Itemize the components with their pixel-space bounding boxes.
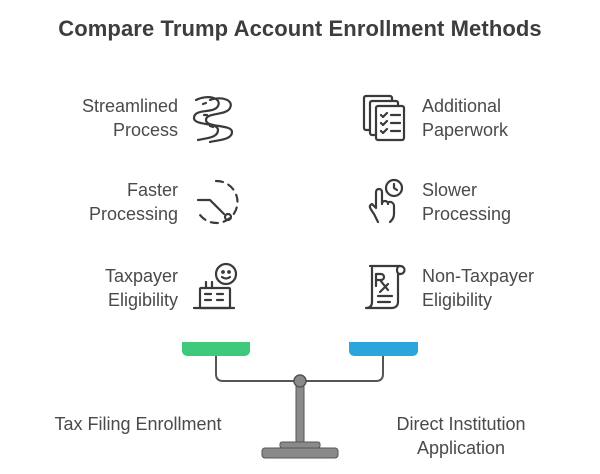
left-item-line1: Faster [126,180,178,200]
scale-base-top [279,441,321,449]
winding-road-icon [188,92,240,144]
fast-timer-icon [190,176,242,228]
scale-post [295,383,305,443]
right-item-line1: Additional [422,96,502,116]
person-with-form-icon [190,260,242,312]
left-footer: Tax Filing Enrollment [54,414,222,434]
scale-base [261,447,339,459]
left-pan [182,342,250,356]
left-item-taxpayer: Taxpayer Eligibility [40,264,178,312]
right-pan [349,342,418,356]
left-item-faster: Faster Processing [40,178,178,226]
left-item-line2: Processing [88,204,178,224]
right-item-line1: Non-Taxpayer [422,266,535,286]
right-footer-line2: Application [416,438,506,458]
scale-pivot [293,374,307,388]
right-item-slower: Slower Processing [422,178,582,226]
page-title: Compare Trump Account Enrollment Methods [58,16,542,41]
right-item-line2: Processing [422,204,512,224]
right-item-non-taxpayer: Non-Taxpayer Eligibility [422,264,582,312]
right-item-paperwork: Additional Paperwork [422,94,582,142]
right-item-line2: Paperwork [422,120,509,140]
right-footer: Direct Institution Application [366,412,556,460]
scale-beam [215,356,384,382]
prescription-document-icon [360,260,412,312]
right-footer-line1: Direct Institution [396,414,526,434]
right-item-line2: Eligibility [422,290,493,310]
left-item-line1: Taxpayer [104,266,178,286]
right-item-line1: Slower [422,180,478,200]
left-item-streamlined: Streamlined Process [40,94,178,142]
left-item-line2: Process [112,120,178,140]
left-item-line2: Eligibility [107,290,178,310]
stacked-documents-icon [360,92,412,144]
left-item-line1: Streamlined [81,96,178,116]
hand-with-clock-icon [360,176,412,228]
